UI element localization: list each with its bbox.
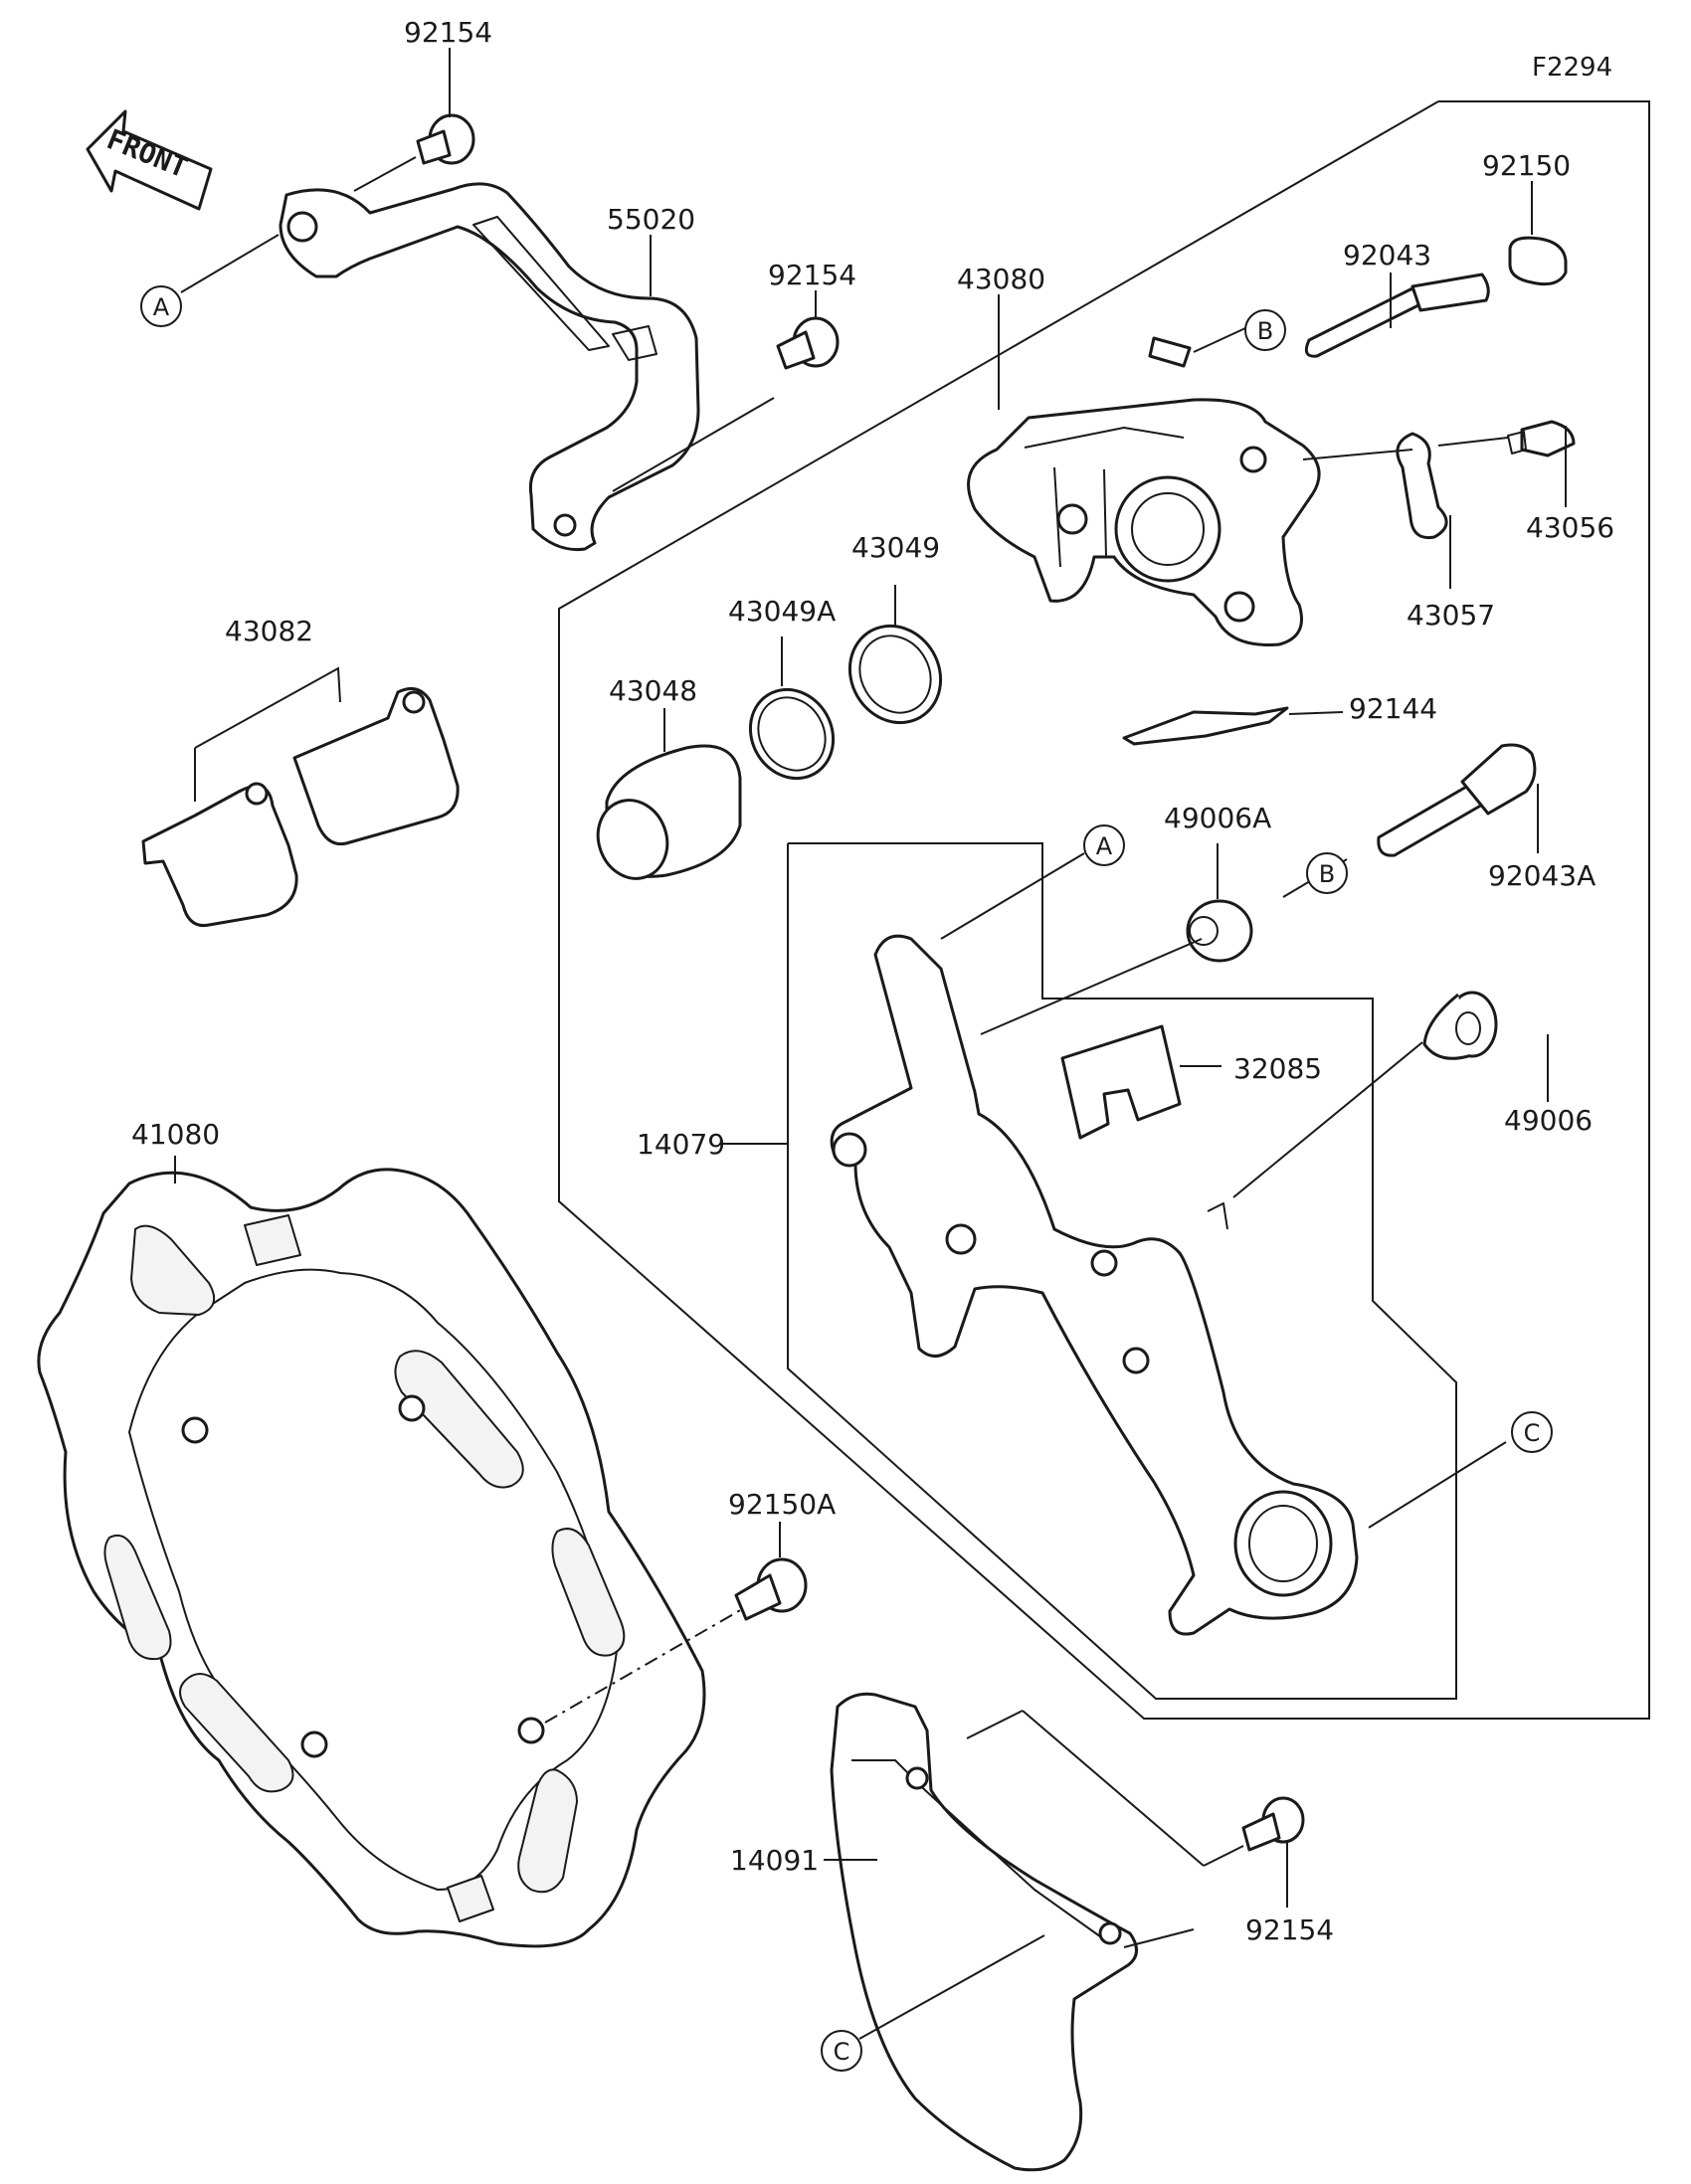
bolt-92154-top <box>416 113 475 165</box>
part-label: 43057 <box>1407 599 1495 632</box>
part-label: 49006 <box>1504 1104 1593 1137</box>
pads-43082 <box>141 686 460 928</box>
front-arrow-icon: FRONT <box>86 109 213 211</box>
disc-41080 <box>37 1168 706 1948</box>
boot-49006 <box>1422 991 1498 1060</box>
reference-letter: C <box>834 2038 850 2066</box>
part-label: 92150A <box>728 1488 836 1521</box>
reference-letter: B <box>1257 317 1273 345</box>
part-label: 43049 <box>851 531 940 564</box>
part-label: 43082 <box>225 615 313 647</box>
pin-92043 <box>1304 273 1490 358</box>
part-label: 43080 <box>957 263 1045 295</box>
cap-92150 <box>1508 236 1568 286</box>
part-labels: 92154 55020 92154 43080 92150 92043 4305… <box>131 16 1614 1946</box>
bolt-92150A <box>734 1557 808 1621</box>
reference-letter: B <box>1319 860 1335 888</box>
boot-49006A <box>1186 899 1253 963</box>
part-label: 41080 <box>131 1118 220 1151</box>
reference-letter: A <box>1096 832 1113 860</box>
caliper-body-43080 <box>967 336 1321 646</box>
part-label: 32085 <box>1233 1052 1322 1085</box>
leader-lines <box>174 48 1567 2040</box>
part-label: 14079 <box>637 1128 725 1161</box>
part-label: 92043 <box>1343 239 1431 272</box>
part-label: 92144 <box>1349 692 1437 725</box>
bolt-92154-middle <box>776 316 840 370</box>
part-label: 43056 <box>1526 511 1614 544</box>
seal-43049 <box>847 624 943 725</box>
part-label: 92150 <box>1482 149 1571 182</box>
part-label: 55020 <box>607 203 695 236</box>
caliper-assembly-outline <box>558 100 1650 1720</box>
bracket-assembly-outline <box>787 842 1457 1700</box>
part-label: 43049A <box>728 595 836 628</box>
piston-43048 <box>596 744 742 880</box>
reference-letter: C <box>1524 1419 1541 1447</box>
reference-letter: A <box>153 293 170 321</box>
figure-code: F2294 <box>1532 53 1612 83</box>
bracket-55020 <box>279 182 700 552</box>
part-label: 43048 <box>609 674 697 707</box>
bracket-14079 <box>830 934 1359 1636</box>
bleeder-parts <box>1396 420 1576 540</box>
part-label: 49006A <box>1164 802 1271 834</box>
spring-92144 <box>1122 706 1289 746</box>
bolt-92154-bottom <box>1241 1796 1305 1852</box>
seal-43049A <box>748 687 836 781</box>
clip-32085 <box>1060 1024 1182 1140</box>
part-label: 92154 <box>1245 1913 1334 1946</box>
part-label: 92154 <box>404 16 492 49</box>
part-label: 92043A <box>1488 859 1596 892</box>
reference-markers: A B A B C C <box>140 285 1553 2072</box>
part-label: 92154 <box>768 259 856 291</box>
guard-14091 <box>830 1692 1138 2172</box>
pin-92043A <box>1377 743 1537 857</box>
part-label: 14091 <box>730 1844 819 1877</box>
